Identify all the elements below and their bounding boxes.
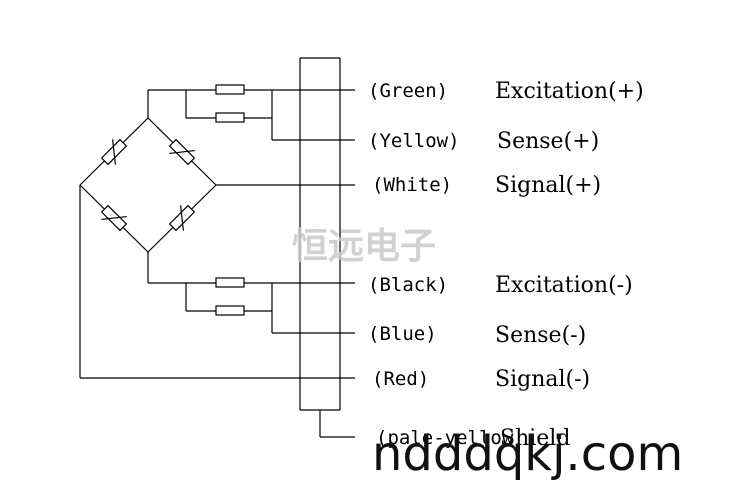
wire-color-green: (Green): [368, 80, 448, 102]
negative-compensation-network: [147, 252, 355, 334]
compensation-resistor-1: [215, 84, 245, 95]
wire-color-red: (Red): [372, 368, 429, 390]
function-sense-plus: Sense(+): [497, 129, 599, 154]
wire-color-shield: (pale-yellow: [376, 427, 514, 449]
function-signal-plus: Signal(+): [495, 173, 601, 198]
wire-color-blue: (Blue): [368, 323, 437, 345]
wire-color-white: (White): [372, 174, 452, 196]
bridge-resistor-bottom-right: [168, 204, 196, 232]
watermark-site: ndddqkj.com: [372, 426, 683, 482]
function-sense-minus: Sense(-): [495, 323, 586, 348]
function-shield: Shield: [500, 426, 570, 451]
shield-wire: [319, 410, 355, 438]
function-excitation-minus: Excitation(-): [495, 273, 633, 298]
bridge-resistor-bottom-left: [100, 204, 128, 232]
function-signal-minus: Signal(-): [495, 367, 590, 392]
positive-compensation-network: [147, 84, 355, 141]
function-excitation-plus: Excitation(+): [495, 79, 644, 104]
wire-color-black: (Black): [368, 274, 448, 296]
bridge-diamond: [79, 117, 217, 253]
watermark-chinese: 恒远电子: [292, 226, 436, 267]
compensation-resistor-2: [215, 112, 245, 123]
compensation-resistor-3: [215, 277, 245, 288]
wire-color-yellow: (Yellow): [368, 130, 460, 152]
compensation-resistor-4: [215, 305, 245, 316]
bridge-resistor-top-left: [100, 138, 128, 166]
bridge-resistor-top-right: [168, 138, 196, 166]
signal-minus-wire: [79, 185, 355, 379]
